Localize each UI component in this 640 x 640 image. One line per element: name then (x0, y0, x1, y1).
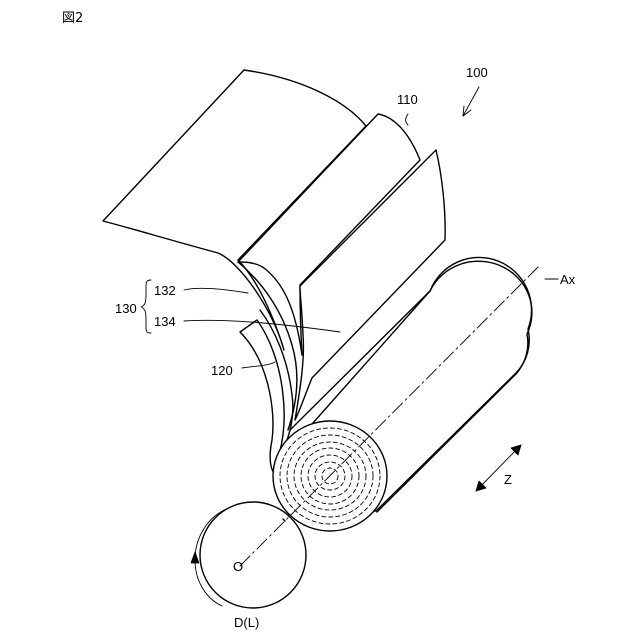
rotation-arrowhead (191, 552, 199, 563)
label-dl: D(L) (234, 615, 259, 630)
label-134: 134 (154, 314, 176, 329)
pointer-arrow-100 (463, 87, 479, 116)
label-100: 100 (466, 65, 488, 80)
leader-132 (184, 288, 248, 293)
label-o: O (233, 559, 243, 574)
brace-130 (141, 280, 151, 333)
label-ax: Ax (560, 272, 576, 287)
figure-title: 図2 (62, 11, 83, 26)
rotation-circle (200, 502, 306, 608)
label-110: 110 (397, 92, 418, 107)
leader-110 (406, 114, 408, 125)
z-direction-arrow (476, 445, 521, 491)
label-130: 130 (115, 301, 137, 316)
label-132: 132 (154, 283, 176, 298)
label-z: Z (504, 472, 512, 487)
label-120: 120 (211, 363, 233, 378)
